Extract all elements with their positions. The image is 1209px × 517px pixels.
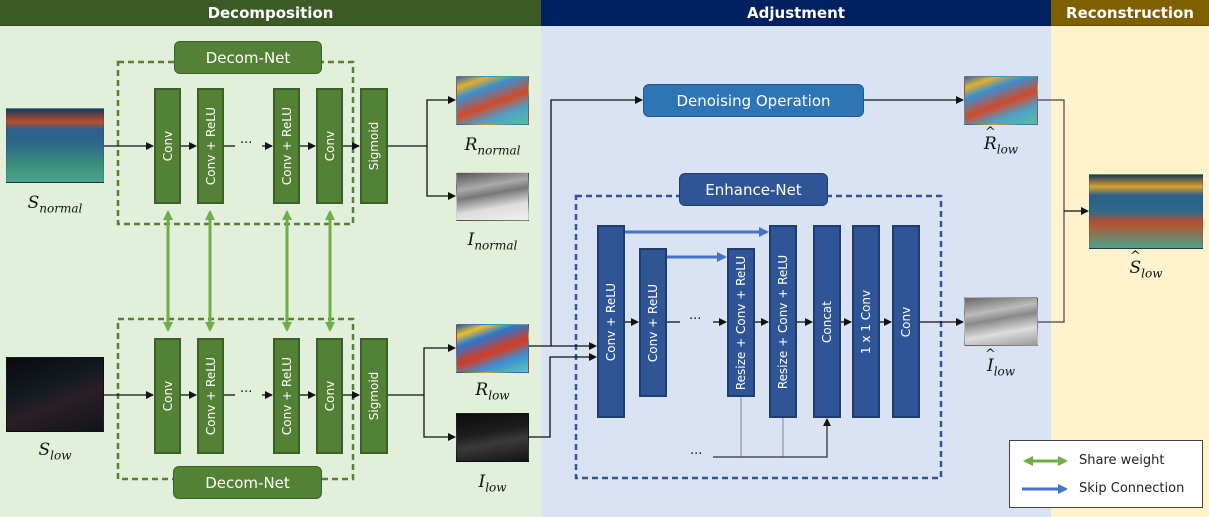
enhance-layer-concat: Concat <box>813 225 841 418</box>
enhance-net-frame <box>574 194 943 480</box>
enhance-layer-resize-conv-relu-1: Resize + Conv + ReLU <box>727 248 755 397</box>
layer-label: Conv + ReLU <box>203 106 218 186</box>
layer-label: Conv <box>899 306 913 337</box>
layer-label: Sigmoid <box>367 121 381 171</box>
layer-label: Conv <box>160 130 175 162</box>
s-hat-low-label: ^Slow <box>1100 249 1192 281</box>
symbol: R <box>464 135 478 155</box>
s-normal-label: Snormal <box>10 193 100 215</box>
layer-label: Conv + ReLU <box>646 283 660 362</box>
symbol: I <box>986 356 994 376</box>
reconstruction-section <box>1051 26 1209 517</box>
decomposition-header: Decomposition <box>0 0 541 26</box>
layer-label: 1 x 1 Conv <box>859 289 873 354</box>
i-low-image <box>456 413 529 462</box>
layer-label: Conv <box>322 380 337 412</box>
r-normal-label: Rnormal <box>445 135 540 157</box>
i-hat-low-image <box>964 297 1038 346</box>
layer-label: Conv <box>160 380 175 412</box>
i-normal-label: Inormal <box>445 230 540 252</box>
i-hat-low-label: ^Ilow <box>955 347 1047 379</box>
symbol: S <box>1129 258 1142 278</box>
enhance-net-label: Enhance-Net <box>679 173 828 206</box>
hat: ^ <box>1129 249 1141 264</box>
decom-bottom-layer-conv-1: Conv <box>154 338 181 454</box>
s-low-label: Slow <box>10 440 100 462</box>
enhance-concat-ellipsis: ··· <box>690 447 703 462</box>
denoising-operation-box: Denoising Operation <box>643 84 864 117</box>
enhance-layer-conv-relu-1: Conv + ReLU <box>597 225 625 418</box>
layer-label: Conv + ReLU <box>604 282 618 361</box>
layer-label: Conv + ReLU <box>279 356 294 436</box>
decom-top-layer-sigmoid: Sigmoid <box>360 88 388 204</box>
subscript: low <box>993 364 1016 379</box>
hat: ^ <box>984 125 996 140</box>
legend-skip-connection-label: Skip Connection <box>1079 481 1185 496</box>
symbol: S <box>38 440 51 460</box>
share-weight-icon <box>1022 452 1068 470</box>
decom-bottom-layer-conv-2: Conv <box>316 338 343 454</box>
layer-label: Conv + ReLU <box>203 356 218 436</box>
legend-share-weight-label: Share weight <box>1079 453 1165 468</box>
layer-label: Resize + Conv + ReLU <box>776 254 790 389</box>
enhance-layer-resize-conv-relu-2: Resize + Conv + ReLU <box>769 225 797 418</box>
s-normal-image <box>6 108 104 183</box>
decom-bottom-layer-conv-relu-2: Conv + ReLU <box>273 338 300 454</box>
r-low-image <box>456 324 529 373</box>
enhance-ellipsis: ··· <box>689 312 702 327</box>
layer-label: Conv + ReLU <box>279 106 294 186</box>
subscript: low <box>488 388 510 403</box>
s-low-image <box>6 357 104 432</box>
subscript: normal <box>477 143 521 158</box>
decom-top-layer-conv-1: Conv <box>154 88 181 204</box>
subscript: normal <box>39 201 83 216</box>
decom-net-bottom-label: Decom-Net <box>173 466 322 499</box>
layer-label: Conv <box>322 130 337 162</box>
hat: ^ <box>984 347 996 362</box>
symbol: S <box>27 193 40 213</box>
i-normal-image <box>456 172 529 221</box>
r-hat-low-image <box>964 76 1038 125</box>
legend-box <box>1009 440 1203 508</box>
symbol: I <box>467 230 475 250</box>
decom-bottom-layer-sigmoid: Sigmoid <box>360 338 388 454</box>
decom-net-top-label: Decom-Net <box>174 41 322 74</box>
enhance-layer-1x1-conv: 1 x 1 Conv <box>852 225 880 418</box>
skip-connection-icon <box>1022 480 1068 498</box>
subscript: low <box>50 448 72 463</box>
subscript: low <box>485 480 507 495</box>
i-low-label: Ilow <box>445 472 540 494</box>
layer-label: Concat <box>820 300 834 343</box>
decom-top-layer-conv-relu-1: Conv + ReLU <box>197 88 224 204</box>
r-normal-image <box>456 76 529 125</box>
decom-bottom-ellipsis: ··· <box>240 385 253 400</box>
decom-bottom-layer-conv-relu-1: Conv + ReLU <box>197 338 224 454</box>
adjustment-header: Adjustment <box>541 0 1051 26</box>
reconstruction-header: Reconstruction <box>1051 0 1209 26</box>
r-low-label: Rlow <box>445 380 540 402</box>
enhance-layer-conv-relu-2: Conv + ReLU <box>639 248 667 397</box>
decom-top-layer-conv-2: Conv <box>316 88 343 204</box>
decom-top-layer-conv-relu-2: Conv + ReLU <box>273 88 300 204</box>
symbol: R <box>475 380 489 400</box>
s-hat-low-image <box>1089 174 1203 249</box>
layer-label: Sigmoid <box>367 371 381 421</box>
layer-label: Resize + Conv + ReLU <box>734 255 748 390</box>
r-hat-low-label: ^Rlow <box>955 125 1047 157</box>
subscript: low <box>996 142 1019 157</box>
symbol: I <box>478 472 486 492</box>
subscript: normal <box>474 238 518 253</box>
decom-top-ellipsis: ··· <box>240 136 253 151</box>
symbol: R <box>983 134 997 154</box>
enhance-layer-conv: Conv <box>892 225 920 418</box>
subscript: low <box>1141 266 1163 281</box>
